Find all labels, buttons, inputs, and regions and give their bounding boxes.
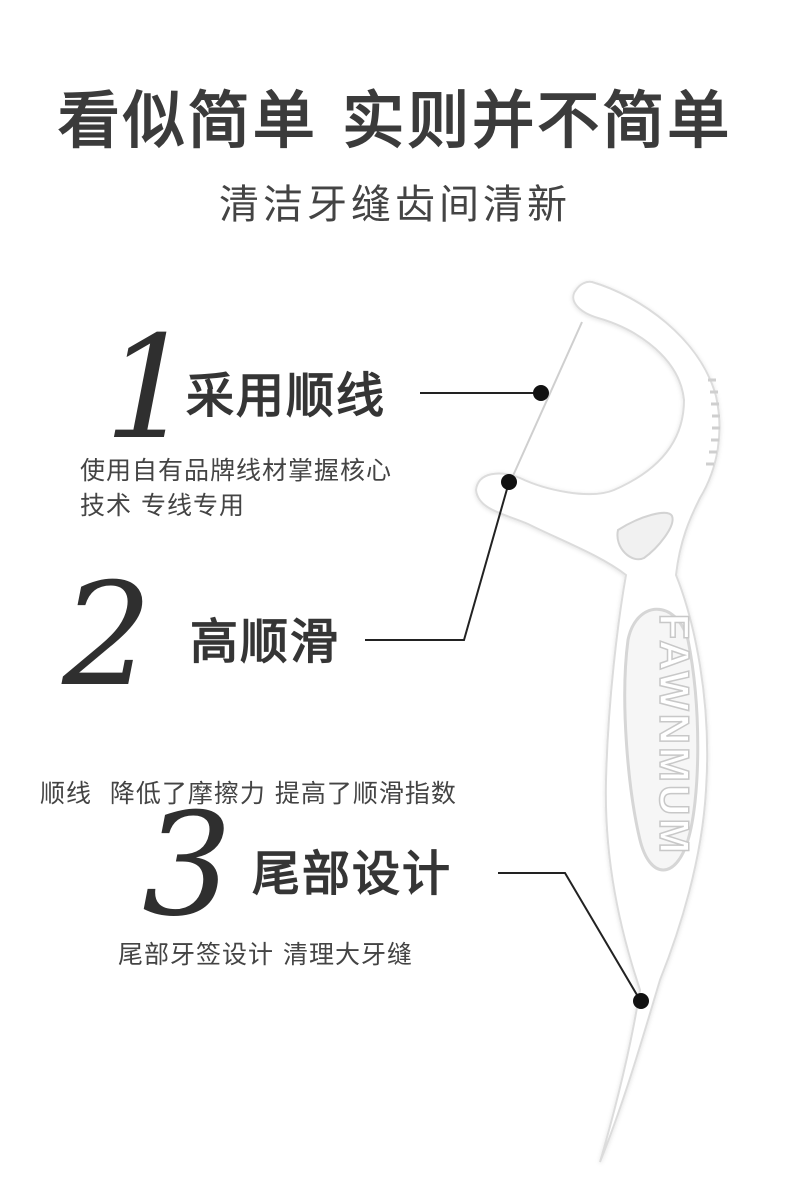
- feature-desc-2-line-1: 顺线 降低了摩擦力 提高了顺滑指数: [40, 779, 457, 808]
- feature-desc-1: 使用自有品牌线材掌握核心 技术 专线专用: [80, 454, 392, 523]
- feature-desc-3-line-1: 尾部牙签设计 清理大牙缝: [118, 940, 413, 969]
- feature-number-2: 2: [62, 553, 153, 718]
- feature-number-1: 1: [104, 306, 195, 471]
- feature-desc-2: 顺线 降低了摩擦力 提高了顺滑指数: [40, 708, 457, 846]
- callout-dot-2: [501, 474, 517, 490]
- grip-ridges: [706, 378, 720, 466]
- callout-line-3: [498, 872, 641, 1001]
- feature-number-3: 3: [142, 783, 233, 948]
- brand-text: FAWNMUM: [651, 614, 698, 857]
- feature-title-3: 尾部设计: [252, 846, 453, 902]
- handle-panel: [623, 607, 700, 872]
- callout-dot-1: [533, 385, 549, 401]
- feature-title-1: 采用顺线: [186, 368, 387, 424]
- page-subtitle: 清洁牙缝齿间清新: [219, 182, 571, 228]
- feature-desc-1-line-1: 使用自有品牌线材掌握核心: [80, 456, 393, 485]
- callout-line-2: [365, 481, 510, 641]
- feature-title-2: 高顺滑: [190, 614, 341, 670]
- callout-dot-3: [633, 993, 649, 1009]
- floss-thread: [511, 321, 583, 479]
- feature-desc-3: 尾部牙签设计 清理大牙缝: [118, 938, 413, 973]
- page-title: 看似简单 实则并不简单: [57, 84, 733, 157]
- feature-desc-1-line-2: 技术 专线专用: [80, 490, 245, 520]
- pick-bump: [616, 511, 674, 561]
- floss-pick-body: [474, 280, 721, 1163]
